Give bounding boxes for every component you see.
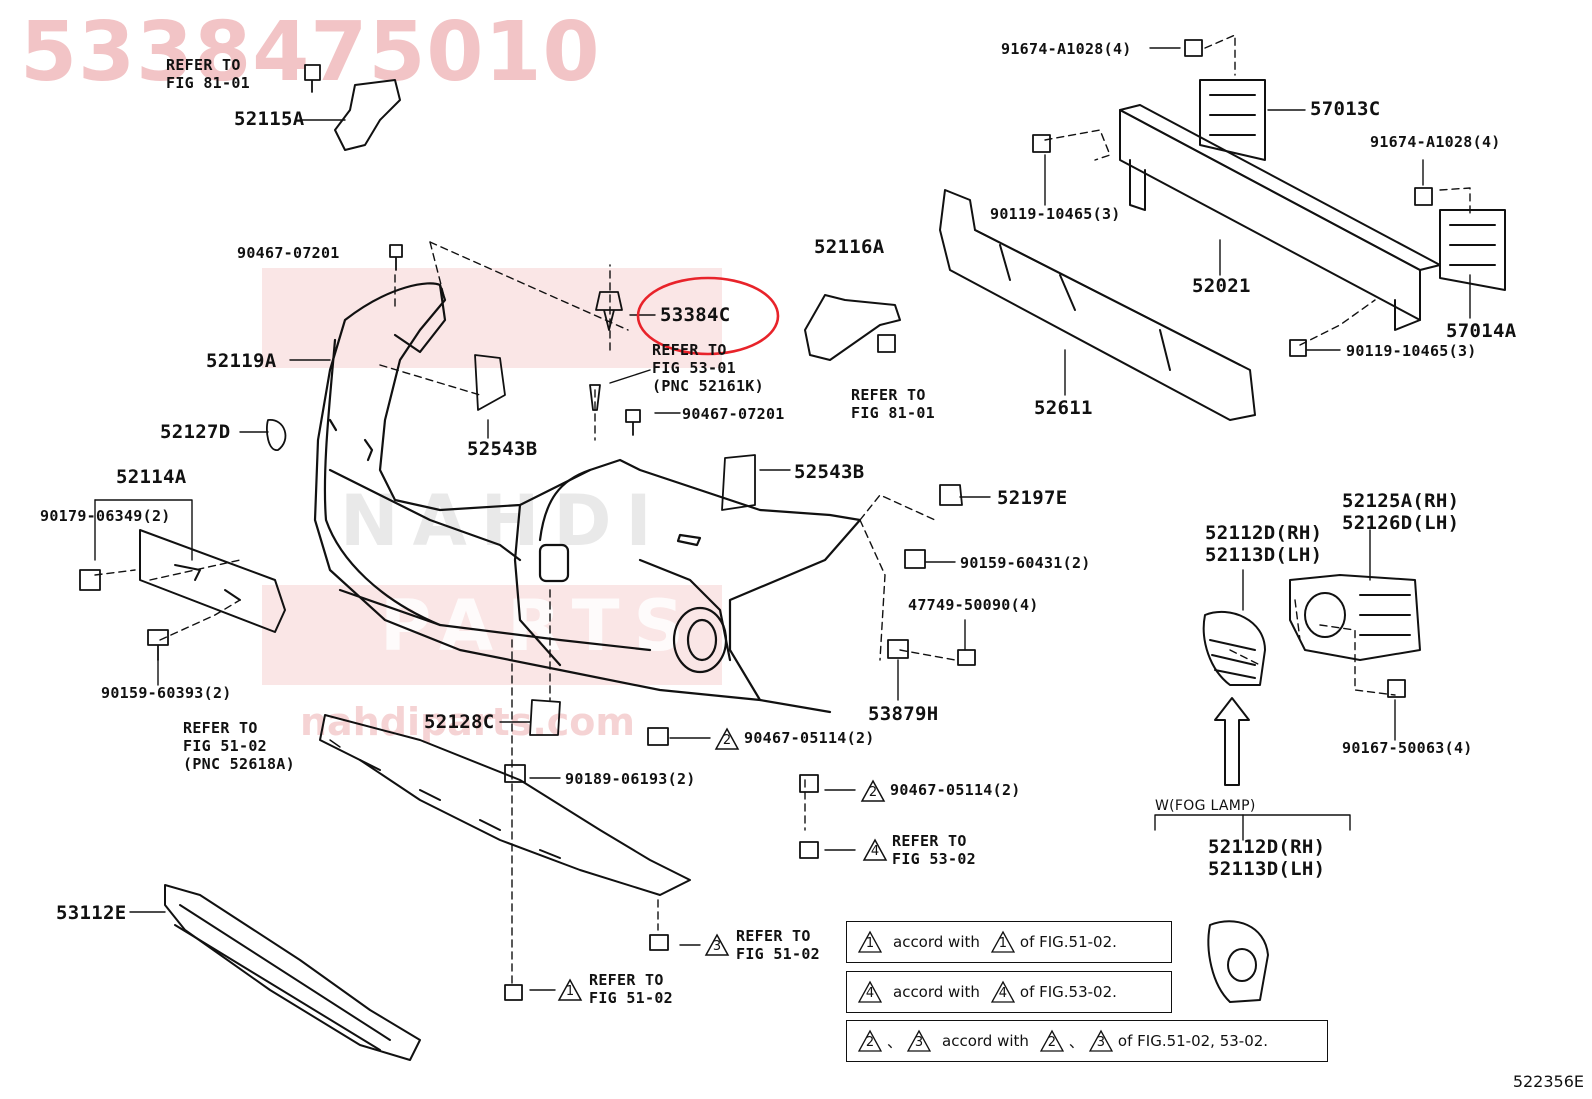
label-91674-a1028-top: 91674-A1028(4) xyxy=(1001,40,1132,58)
label-53879h: 53879H xyxy=(868,703,939,725)
label-52119a: 52119A xyxy=(206,350,277,372)
note-box-4: 4 accord with 4 of FIG.53-02. xyxy=(846,971,1172,1013)
highlight-ellipse xyxy=(636,276,780,356)
refer-fig-51-02-b: REFER TO FIG 51-02 xyxy=(589,971,673,1007)
note-23-triangle-a2: 3 xyxy=(906,1029,932,1053)
reinforcement-shape xyxy=(1119,104,1441,331)
marker-triangle-2a: 2 xyxy=(714,727,740,751)
label-90467-07201-mid: 90467-07201 xyxy=(682,405,785,423)
label-52611: 52611 xyxy=(1034,397,1093,419)
refer-fig-53-02: REFER TO FIG 53-02 xyxy=(892,832,976,868)
label-90467-07201-top: 90467-07201 xyxy=(237,244,340,262)
note-23-ref: of FIG.51-02, 53-02. xyxy=(1117,1032,1269,1050)
note-1-triangle-a: 1 xyxy=(857,930,883,954)
figure-id: 522356E xyxy=(1512,1072,1584,1091)
refer-fig-51-02-pnc: REFER TO FIG 51-02 (PNC 52618A) xyxy=(183,719,295,773)
fog-bracket-shape xyxy=(1289,574,1421,661)
label-52021: 52021 xyxy=(1192,275,1251,297)
note-4-text: accord with xyxy=(893,983,980,1001)
watermark-red-band-lower xyxy=(262,585,722,685)
label-90119-10465-right: 90119-10465(3) xyxy=(1346,342,1477,360)
lower-grille-shape xyxy=(164,884,421,1061)
label-47749-50090: 47749-50090(4) xyxy=(908,596,1039,614)
note-4-ref: of FIG.53-02. xyxy=(1019,983,1117,1001)
label-fog-lamp-group: W(FOG LAMP) xyxy=(1155,798,1256,814)
side-retainer-shape xyxy=(334,79,401,151)
label-90159-60431: 90159-60431(2) xyxy=(960,554,1091,572)
watermark-red-band xyxy=(262,268,722,368)
label-90167-50063: 90167-50063(4) xyxy=(1342,739,1473,757)
label-90189-06193: 90189-06193(2) xyxy=(565,770,696,788)
note-box-2-3: 2 、 3 accord with 2 、 3 of FIG.51-02, 53… xyxy=(846,1020,1328,1062)
label-90119-10465-left: 90119-10465(3) xyxy=(990,205,1121,223)
label-57014a: 57014A xyxy=(1446,320,1517,342)
marker-triangle-1: 1 xyxy=(557,978,583,1002)
marker-triangle-3: 3 xyxy=(704,933,730,957)
fog-lamp-arrow xyxy=(1214,697,1250,786)
bracket-shapes xyxy=(1199,79,1506,291)
refer-fig-81-01-right: REFER TO FIG 81-01 xyxy=(851,386,935,422)
label-91674-a1028-right: 91674-A1028(4) xyxy=(1370,133,1501,151)
absorber-shape xyxy=(939,189,1256,421)
label-52543b-right: 52543B xyxy=(794,461,865,483)
side-bracket-shape xyxy=(804,294,901,361)
leader-lines xyxy=(94,47,1471,991)
note-1-ref: of FIG.51-02. xyxy=(1019,933,1117,951)
note-4-triangle-b: 4 xyxy=(990,980,1016,1004)
under-cover-shape xyxy=(319,714,691,896)
refer-fig-53-01: REFER TO FIG 53-01 (PNC 52161K) xyxy=(652,341,764,395)
label-52116a: 52116A xyxy=(814,236,885,258)
note-23-triangle-b2: 3 xyxy=(1088,1029,1114,1053)
note-23-text: accord with xyxy=(942,1032,1029,1050)
marker-triangle-2b: 2 xyxy=(860,779,886,803)
label-57013c: 57013C xyxy=(1310,98,1381,120)
label-52127d: 52127D xyxy=(160,421,231,443)
license-bracket-shape xyxy=(139,529,286,633)
label-52128c: 52128C xyxy=(424,711,495,733)
refer-fig-51-02-a: REFER TO FIG 51-02 xyxy=(736,927,820,963)
note-23-triangle-a: 2 xyxy=(857,1029,883,1053)
label-53112e: 53112E xyxy=(56,902,127,924)
label-90159-60393: 90159-60393(2) xyxy=(101,684,232,702)
marker-triangle-4: 4 xyxy=(862,838,888,862)
note-1-text: accord with xyxy=(893,933,980,951)
label-53384c: 53384C xyxy=(660,304,731,326)
watermark-brand-parts: PARTS xyxy=(380,585,698,667)
label-52114a: 52114A xyxy=(116,466,187,488)
watermark-part-code: 5338475010 xyxy=(20,5,601,100)
fasteners xyxy=(79,39,1433,1001)
note-box-1: 1 accord with 1 of FIG.51-02. xyxy=(846,921,1172,963)
dashed-leaders xyxy=(94,34,1471,986)
label-90467-05114-b: 90467-05114(2) xyxy=(890,781,1021,799)
note-4-triangle-a: 4 xyxy=(857,980,883,1004)
label-52197e: 52197E xyxy=(997,487,1068,509)
label-52112d-upper: 52112D(RH) 52113D(LH) xyxy=(1205,522,1323,566)
fog-cover-shapes xyxy=(1202,610,1269,1003)
note-23-sep-a: 、 xyxy=(887,1032,903,1051)
label-52125a: 52125A(RH) 52126D(LH) xyxy=(1342,490,1460,534)
label-52112d-lower: 52112D(RH) 52113D(LH) xyxy=(1208,836,1326,880)
note-23-sep-b: 、 xyxy=(1068,1032,1084,1051)
note-23-triangle-b: 2 xyxy=(1039,1029,1065,1053)
refer-fig-81-01-top: REFER TO FIG 81-01 xyxy=(166,56,250,92)
bumper-cover-shape xyxy=(313,282,862,714)
label-90467-05114-a: 90467-05114(2) xyxy=(744,729,875,747)
note-1-triangle-b: 1 xyxy=(990,930,1016,954)
label-90179-06349: 90179-06349(2) xyxy=(40,507,171,525)
watermark-url: nahdiparts.com xyxy=(300,700,636,744)
label-52543b-left: 52543B xyxy=(467,438,538,460)
label-52115a: 52115A xyxy=(234,108,305,130)
